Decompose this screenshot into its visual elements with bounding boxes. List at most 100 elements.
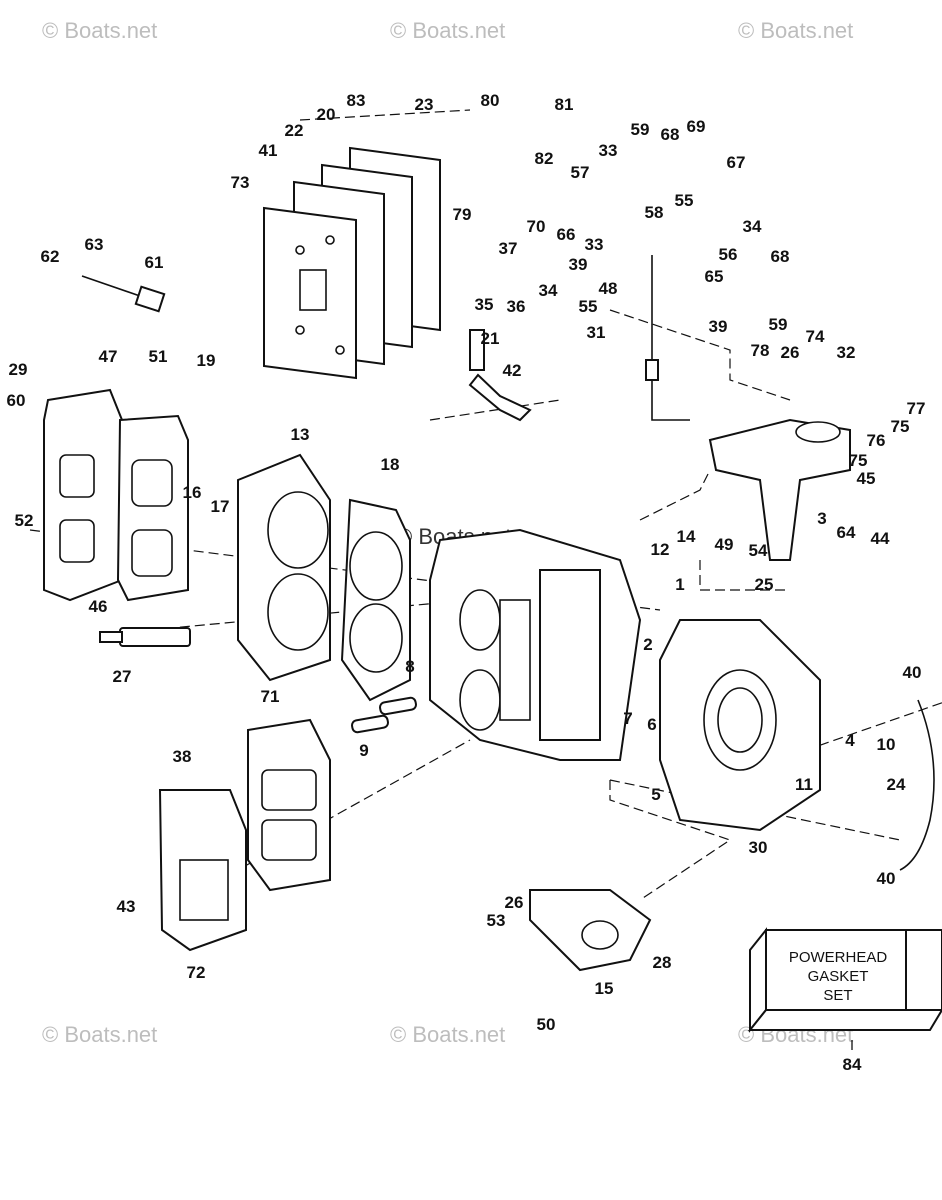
- callout-20: 20: [317, 105, 336, 124]
- callout-25: 25: [755, 575, 774, 594]
- callout-21: 21: [481, 329, 500, 348]
- control-shaft: [645, 255, 690, 421]
- callout-19: 19: [197, 351, 216, 370]
- callout-34: 34: [539, 281, 558, 300]
- callout-33: 33: [599, 141, 618, 160]
- callout-31: 31: [587, 323, 606, 342]
- callout-15: 15: [595, 979, 614, 998]
- mounting-bracket: [529, 889, 652, 972]
- callout-69: 69: [687, 117, 706, 136]
- callout-48: 48: [599, 279, 618, 298]
- callout-70: 70: [527, 217, 546, 236]
- watermark: © Boats.net: [42, 1022, 157, 1047]
- callout-23: 23: [415, 95, 434, 114]
- callout-22: 22: [285, 121, 304, 140]
- callout-59: 59: [769, 315, 788, 334]
- callout-53: 53: [487, 911, 506, 930]
- callout-30: 30: [749, 838, 768, 857]
- callout-33: 33: [585, 235, 604, 254]
- sensor-probe: [81, 275, 166, 313]
- callout-17: 17: [211, 497, 230, 516]
- callout-67: 67: [727, 153, 746, 172]
- callout-55: 55: [675, 191, 694, 210]
- watermark: © Boats.net: [390, 1022, 505, 1047]
- kit-box-line-1: POWERHEAD: [789, 949, 888, 966]
- callout-28: 28: [653, 953, 672, 972]
- callout-47: 47: [99, 347, 118, 366]
- callout-4: 4: [845, 731, 855, 750]
- callout-74: 74: [806, 327, 825, 346]
- callout-80: 80: [481, 91, 500, 110]
- callout-2: 2: [643, 635, 652, 654]
- callout-50: 50: [537, 1015, 556, 1034]
- callout-75: 75: [891, 417, 910, 436]
- callout-41: 41: [259, 141, 278, 160]
- exhaust-cover-stack: [263, 146, 441, 380]
- callout-1: 1: [675, 575, 684, 594]
- head-gasket: [340, 498, 411, 702]
- callout-29: 29: [9, 360, 28, 379]
- callout-79: 79: [453, 205, 472, 224]
- callout-72: 72: [187, 963, 206, 982]
- callout-18: 18: [381, 455, 400, 474]
- callout-58: 58: [645, 203, 664, 222]
- callout-38: 38: [173, 747, 192, 766]
- callout-62: 62: [41, 247, 60, 266]
- intake-cover: [158, 718, 331, 952]
- callout-49: 49: [715, 535, 734, 554]
- callout-73: 73: [231, 173, 250, 192]
- callout-40: 40: [877, 869, 896, 888]
- kit-box-line-2: GASKET: [808, 968, 869, 985]
- callout-52: 52: [15, 511, 34, 530]
- cylinder-block: [429, 528, 642, 761]
- callout-45: 45: [857, 469, 876, 488]
- callout-3: 3: [817, 509, 826, 528]
- callout-36: 36: [507, 297, 526, 316]
- callout-42: 42: [503, 361, 522, 380]
- callout-55: 55: [579, 297, 598, 316]
- watermark: © Boats.net: [42, 18, 157, 43]
- callout-40: 40: [903, 663, 922, 682]
- crankcase: [659, 619, 821, 832]
- callout-81: 81: [555, 95, 574, 114]
- callout-12: 12: [651, 540, 670, 559]
- callout-24: 24: [887, 775, 906, 794]
- callout-9: 9: [359, 741, 368, 760]
- callout-39: 39: [569, 255, 588, 274]
- callout-54: 54: [749, 541, 768, 560]
- watermark: © Boats.net: [738, 18, 853, 43]
- gasket-set-box: POWERHEAD GASKET SET 84: [747, 927, 942, 1074]
- watermark: © Boats.net: [390, 18, 505, 43]
- callout-26: 26: [505, 893, 524, 912]
- callout-16: 16: [183, 483, 202, 502]
- callout-13: 13: [291, 425, 310, 444]
- cylinder-head-cover: [43, 388, 189, 602]
- callout-60: 60: [7, 391, 26, 410]
- callout-83: 83: [347, 91, 366, 110]
- callout-43: 43: [117, 897, 136, 916]
- callout-44: 44: [871, 529, 890, 548]
- watermarks: © Boats.net © Boats.net © Boats.net © Bo…: [42, 18, 853, 1047]
- dowel-pins: [351, 696, 417, 734]
- kit-box-line-3: SET: [823, 987, 852, 1004]
- throttle-arm: [708, 418, 851, 561]
- callout-65: 65: [705, 267, 724, 286]
- callout-68: 68: [661, 125, 680, 144]
- callout-57: 57: [571, 163, 590, 182]
- callout-61: 61: [145, 253, 164, 272]
- cylinder-head: [237, 453, 331, 682]
- callout-75: 75: [849, 451, 868, 470]
- callout-78: 78: [751, 341, 770, 360]
- callout-59: 59: [631, 120, 650, 139]
- callout-32: 32: [837, 343, 856, 362]
- callout-46: 46: [89, 597, 108, 616]
- callout-68: 68: [771, 247, 790, 266]
- callout-56: 56: [719, 245, 738, 264]
- callout-5: 5: [651, 785, 660, 804]
- callout-82: 82: [535, 149, 554, 168]
- callout-76: 76: [867, 431, 886, 450]
- callout-51: 51: [149, 347, 168, 366]
- callout-11: 11: [795, 775, 813, 794]
- callout-77: 77: [907, 399, 926, 418]
